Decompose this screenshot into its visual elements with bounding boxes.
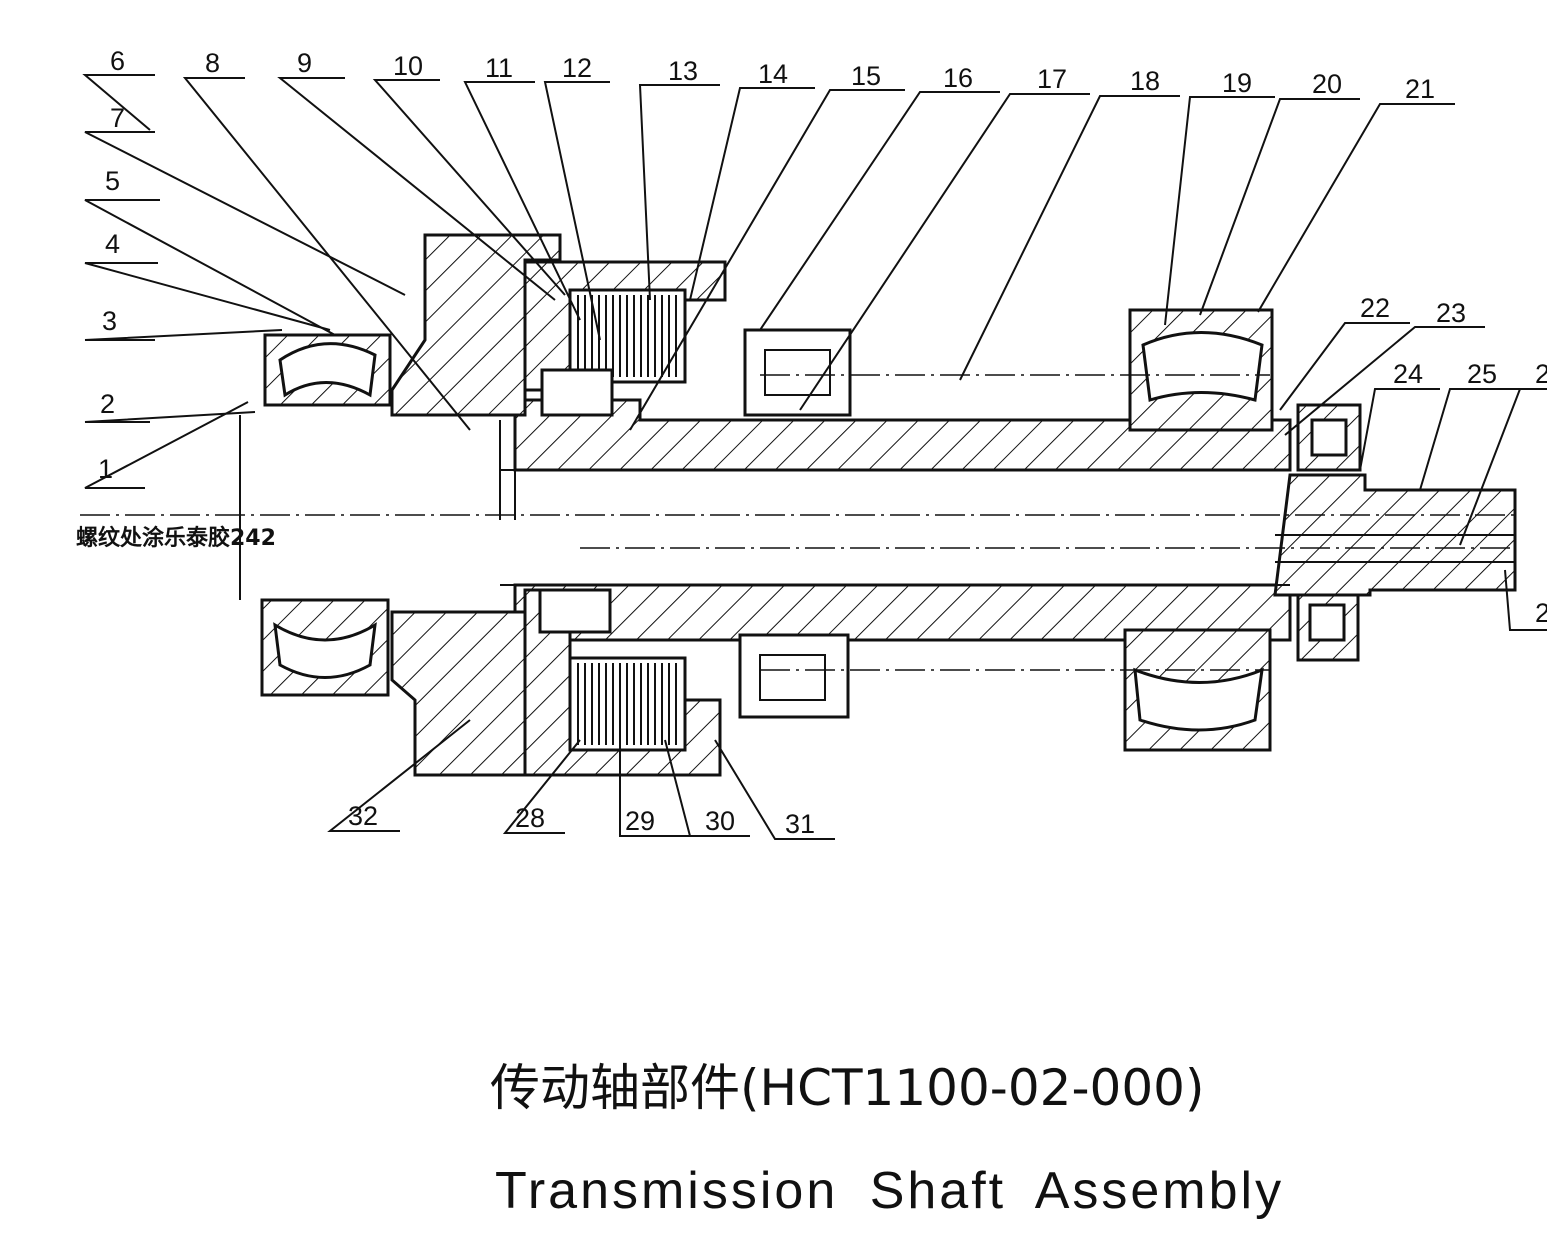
part-label-6: 6 [110, 46, 125, 76]
leader-lines [82, 74, 1547, 840]
leader-line [277, 77, 556, 301]
shaft-section [80, 233, 1517, 777]
leader-line [84, 329, 283, 341]
part-label-16: 16 [943, 63, 973, 93]
title-chinese: 传动轴部件(HCT1100-02-000) [490, 1059, 1204, 1117]
part-label-12: 12 [562, 53, 592, 83]
leader-line [84, 262, 331, 331]
leader-line [1504, 569, 1547, 631]
part-label-8: 8 [205, 48, 220, 78]
part-label-23: 23 [1436, 298, 1466, 328]
loctite-note: 螺纹处涂乐泰胶242 [76, 525, 276, 551]
leader-line [689, 87, 815, 301]
leader-line [84, 401, 249, 489]
leader-line [1419, 388, 1520, 491]
leader-line [759, 91, 1000, 331]
part-label-32: 32 [348, 801, 378, 831]
part-label-10: 10 [393, 51, 423, 81]
part-labels: 1 2 3 4 5 6 7 8 9 10 11 12 13 14 15 16 1… [98, 46, 1547, 839]
leader-line [1257, 103, 1455, 313]
part-label-25: 25 [1467, 359, 1497, 389]
leader-line [664, 739, 750, 837]
leader-line [1459, 388, 1547, 546]
leader-line [1164, 96, 1275, 326]
part-label-5: 5 [105, 166, 120, 196]
leader-line [463, 81, 581, 321]
part-label-28: 28 [515, 803, 545, 833]
part-label-18: 18 [1130, 66, 1160, 96]
part-label-7: 7 [110, 103, 125, 133]
leader-line [714, 739, 835, 840]
leader-line [799, 93, 1090, 411]
leader-line [619, 740, 690, 837]
part-label-30: 30 [705, 806, 735, 836]
leader-line [543, 81, 610, 341]
part-label-2: 2 [100, 389, 115, 419]
part-label-14: 14 [758, 59, 788, 89]
part-label-22: 22 [1360, 293, 1390, 323]
leader-line [182, 77, 471, 431]
leader-line [372, 79, 566, 296]
part-label-29: 29 [625, 806, 655, 836]
leader-line [638, 84, 720, 301]
part-label-24: 24 [1393, 359, 1423, 389]
part-label-11: 11 [485, 53, 513, 83]
part-label-31: 31 [785, 809, 815, 839]
leader-line [1199, 98, 1360, 316]
part-label-13: 13 [668, 56, 698, 86]
leader-line [1284, 326, 1485, 436]
leader-line [629, 89, 905, 431]
part-label-21: 21 [1405, 74, 1435, 104]
part-label-17: 17 [1037, 64, 1067, 94]
part-label-27-truncated: 2 [1535, 598, 1547, 628]
leader-line [959, 95, 1180, 381]
friction-plates [577, 295, 677, 745]
part-label-20: 20 [1312, 69, 1342, 99]
title-english: Transmission Shaft Assembly [495, 1162, 1284, 1220]
part-label-4: 4 [105, 229, 120, 259]
leader-line [1359, 388, 1440, 471]
part-label-1: 1 [98, 454, 113, 484]
part-label-15: 15 [851, 61, 881, 91]
part-label-9: 9 [297, 48, 312, 78]
leader-line [82, 74, 155, 131]
leader-line [84, 411, 256, 423]
part-label-26-truncated: 2 [1535, 359, 1547, 389]
leader-line [84, 199, 336, 336]
part-label-3: 3 [102, 306, 117, 336]
leader-line [84, 131, 406, 296]
leader-line [1279, 322, 1410, 411]
leader-line [327, 719, 471, 832]
part-label-19: 19 [1222, 68, 1252, 98]
leader-line [502, 739, 581, 834]
